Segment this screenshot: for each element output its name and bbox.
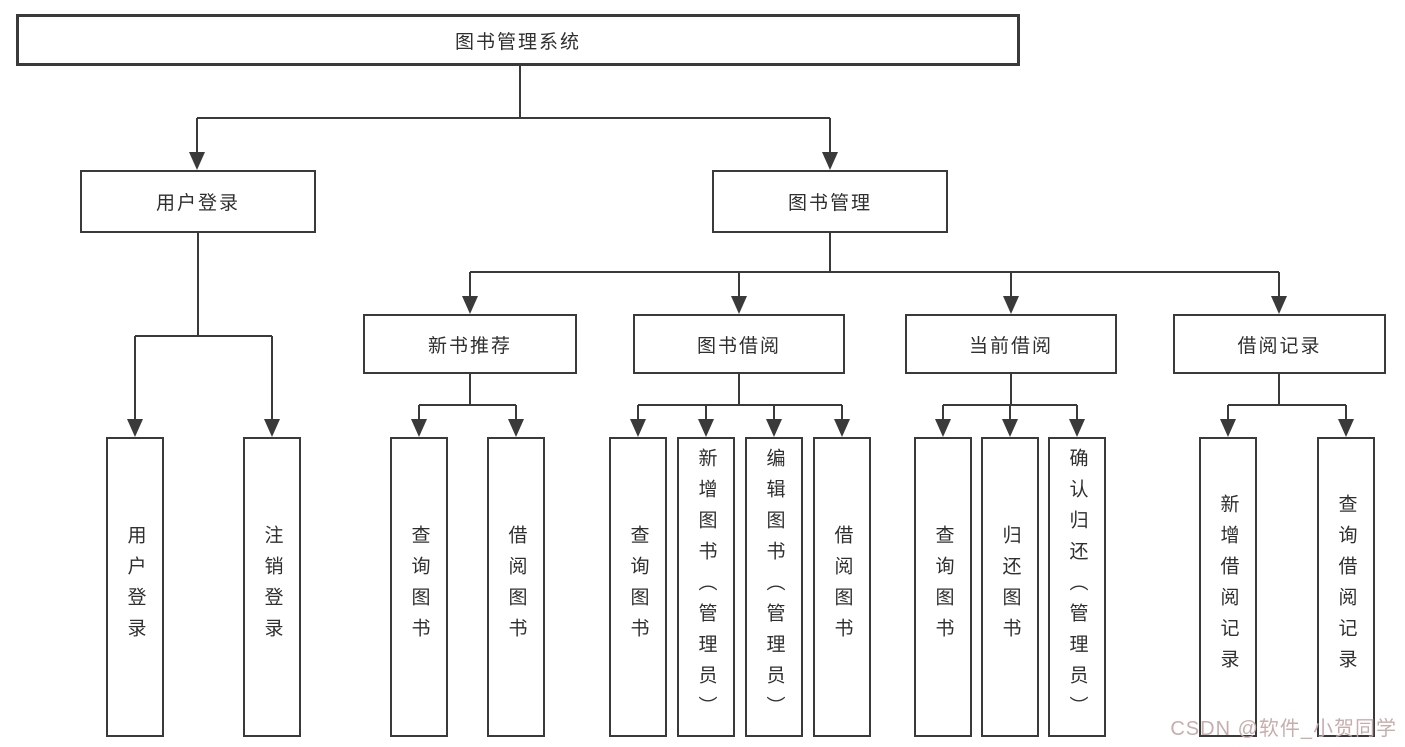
node-label: 借阅图书 [505,525,527,649]
node-label: 确认归还（管理员） [1066,447,1088,727]
node-label: 查询图书 [408,525,430,649]
node-label: 新增借阅记录 [1217,494,1239,680]
node-leaf-query-book-1: 查询图书 [390,437,448,737]
node-label: 图书管理系统 [454,31,581,53]
node-label: 用户登录 [155,193,240,214]
node-label: 归还图书 [999,525,1021,649]
node-label: 借阅记录 [1237,335,1322,357]
node-label: 新书推荐 [427,335,512,357]
node-leaf-query-borrow-record: 查询借阅记录 [1317,437,1375,737]
node-leaf-add-borrow-record: 新增借阅记录 [1199,437,1257,737]
node-leaf-borrow-book-1: 借阅图书 [487,437,545,737]
node-leaf-borrow-book-2: 借阅图书 [813,437,871,737]
node-book-management-branch: 图书管理 [712,170,948,233]
node-leaf-user-login: 用户登录 [106,437,164,737]
node-label: 编辑图书（管理员） [763,447,785,727]
csdn-watermark: CSDN @软件_小贺同学 [1170,718,1397,740]
node-label: 借阅图书 [831,525,853,649]
node-leaf-confirm-return-admin: 确认归还（管理员） [1048,437,1106,737]
node-label: 新增图书（管理员） [695,447,717,727]
node-label: 图书管理 [787,193,872,214]
node-leaf-return-book: 归还图书 [981,437,1039,737]
node-user-login-branch: 用户登录 [80,170,316,233]
node-label: 查询图书 [932,525,954,649]
node-label: 查询图书 [627,525,649,649]
node-borrow-records: 借阅记录 [1173,314,1386,374]
node-label: 注销登录 [261,525,283,649]
node-current-borrowing: 当前借阅 [905,314,1117,374]
node-library-management-system: 图书管理系统 [16,14,1020,66]
node-leaf-edit-book-admin: 编辑图书（管理员） [745,437,803,737]
node-label: 用户登录 [124,525,146,649]
node-new-book-recommend: 新书推荐 [363,314,577,374]
node-book-borrowing: 图书借阅 [633,314,845,374]
node-leaf-query-book-3: 查询图书 [914,437,972,737]
node-label: 图书借阅 [696,335,781,357]
node-leaf-logout: 注销登录 [243,437,301,737]
arrowhead-group [127,152,1354,437]
node-label: 当前借阅 [968,335,1053,357]
node-label: 查询借阅记录 [1335,494,1357,680]
node-leaf-query-book-2: 查询图书 [609,437,667,737]
node-leaf-add-book-admin: 新增图书（管理员） [677,437,735,737]
